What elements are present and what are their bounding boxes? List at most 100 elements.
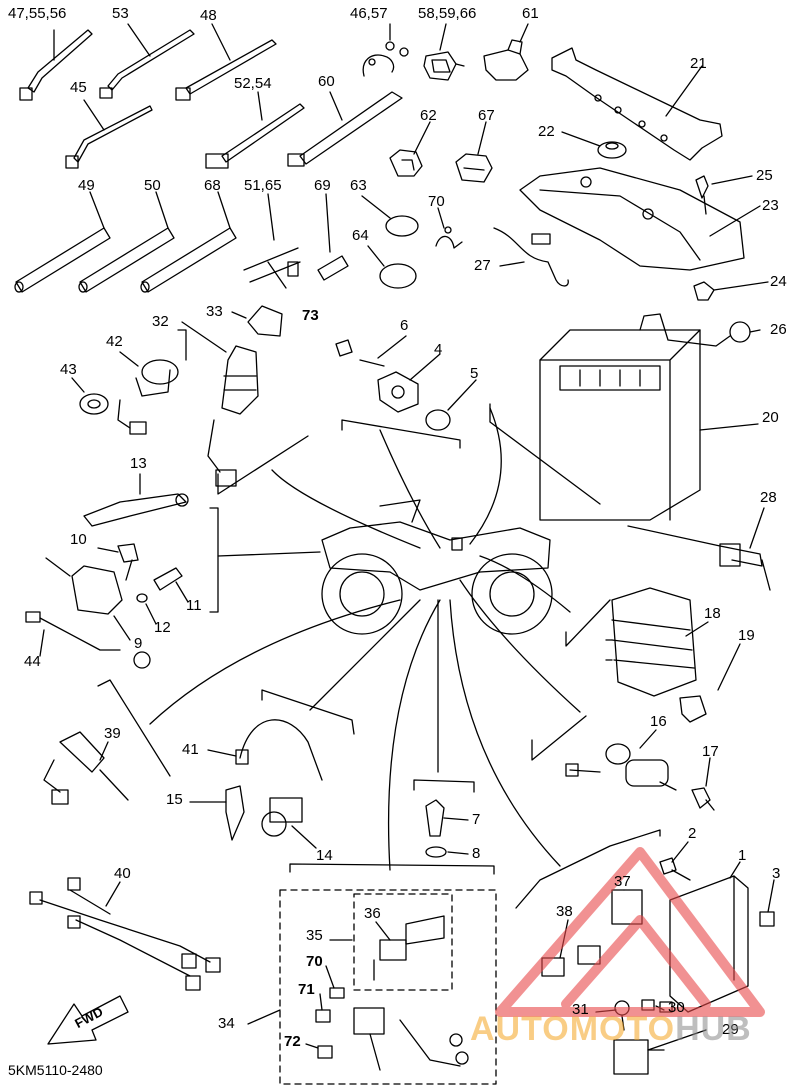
sensor-28 [627, 525, 771, 591]
label-13: 13 [130, 455, 147, 472]
fwd-arrow [47, 995, 129, 1045]
wire-70 [435, 226, 463, 249]
label-22: 22 [538, 123, 555, 140]
label-25: 25 [756, 167, 773, 184]
cable-tie-47 [19, 29, 93, 101]
joint-69 [317, 255, 349, 281]
label-60: 60 [318, 73, 335, 90]
bolt-25 [695, 175, 709, 215]
tube-68 [140, 227, 237, 293]
label-30: 30 [668, 999, 685, 1016]
watermark-logo [495, 847, 765, 1017]
bolt-19 [679, 695, 707, 723]
coil-13 [83, 493, 189, 527]
label-4: 4 [434, 341, 443, 358]
clamp-58 [423, 51, 465, 81]
label-32: 32 [152, 313, 169, 330]
label-23: 23 [762, 197, 779, 214]
grommet-22 [597, 141, 627, 159]
label-45: 45 [70, 79, 87, 96]
label-31: 31 [572, 1001, 589, 1018]
label-33: 33 [206, 303, 223, 320]
label-12: 12 [154, 619, 171, 636]
tube-49 [14, 227, 111, 293]
clamp-62 [389, 149, 423, 177]
label-7: 7 [472, 811, 481, 828]
fuse-71 [315, 1009, 331, 1023]
starter-relay-29 [613, 1039, 665, 1075]
o-ring-64 [379, 263, 417, 289]
label-6: 6 [400, 317, 409, 334]
label-73: 73 [302, 307, 319, 324]
vehicle-atv [321, 499, 553, 635]
cdi-1 [669, 875, 749, 1013]
sensor-15 [225, 785, 245, 841]
sensor-4 [377, 371, 419, 413]
label-29: 29 [722, 1021, 739, 1038]
label-40: 40 [114, 865, 131, 882]
clamp-46 [362, 41, 409, 77]
label-19: 19 [738, 627, 755, 644]
battery-20 [539, 329, 701, 521]
bolt-10 [117, 543, 139, 581]
cable-tie-53 [99, 29, 195, 99]
label-70: 70 [428, 193, 445, 210]
label-34: 34 [218, 1015, 235, 1032]
label-17: 17 [702, 743, 719, 760]
harness-40 [29, 877, 221, 991]
label-37: 37 [614, 873, 631, 890]
washer-8 [425, 846, 447, 858]
label-38: 38 [556, 903, 573, 920]
bolt-11 [153, 567, 183, 591]
clamp-61 [483, 39, 529, 81]
o-ring-5 [425, 409, 451, 431]
label-43: 43 [60, 361, 77, 378]
label-46: 46,57 [350, 5, 388, 22]
label-leaders [39, 23, 775, 1051]
coil-9 [45, 557, 123, 615]
switch-42 [117, 359, 179, 435]
label-8: 8 [472, 845, 481, 862]
lead-44 [25, 611, 151, 669]
bolt-6 [335, 339, 385, 367]
clip-3 [759, 911, 775, 927]
cable-tie-52 [205, 103, 305, 169]
label-70b: 70 [306, 953, 323, 970]
bolt-17 [691, 787, 715, 811]
label-49: 49 [78, 177, 95, 194]
fuse-box [353, 1007, 469, 1071]
label-69: 69 [314, 177, 331, 194]
cable-tie-60 [287, 91, 403, 167]
label-1: 1 [738, 847, 747, 864]
lead-27 [493, 227, 569, 287]
label-63: 63 [350, 177, 367, 194]
nut-43 [79, 393, 109, 415]
diagram-code: 5KM5110-2480 [8, 1062, 103, 1078]
joint-51 [243, 247, 301, 289]
tube-50 [78, 227, 175, 293]
label-62: 62 [420, 107, 437, 124]
label-20: 20 [762, 409, 779, 426]
label-42: 42 [106, 333, 123, 350]
bracket-21 [551, 47, 723, 161]
watermark-text-b: HUB [675, 1010, 752, 1048]
label-35: 35 [306, 927, 323, 944]
label-39: 39 [104, 725, 121, 742]
label-3: 3 [772, 865, 781, 882]
bolt-7 [425, 799, 445, 837]
relay-36 [373, 915, 445, 981]
label-5: 5 [470, 365, 479, 382]
o-ring-63 [385, 215, 419, 237]
label-64: 64 [352, 227, 369, 244]
label-41: 41 [182, 741, 199, 758]
cable-tie-45 [65, 105, 153, 169]
label-53: 53 [112, 5, 129, 22]
label-68: 68 [204, 177, 221, 194]
watermark-text-a: AUTOMOTO [470, 1010, 676, 1048]
label-71: 71 [298, 981, 315, 998]
label-67: 67 [478, 107, 495, 124]
clip-24 [693, 281, 715, 301]
label-11: 11 [186, 597, 202, 614]
